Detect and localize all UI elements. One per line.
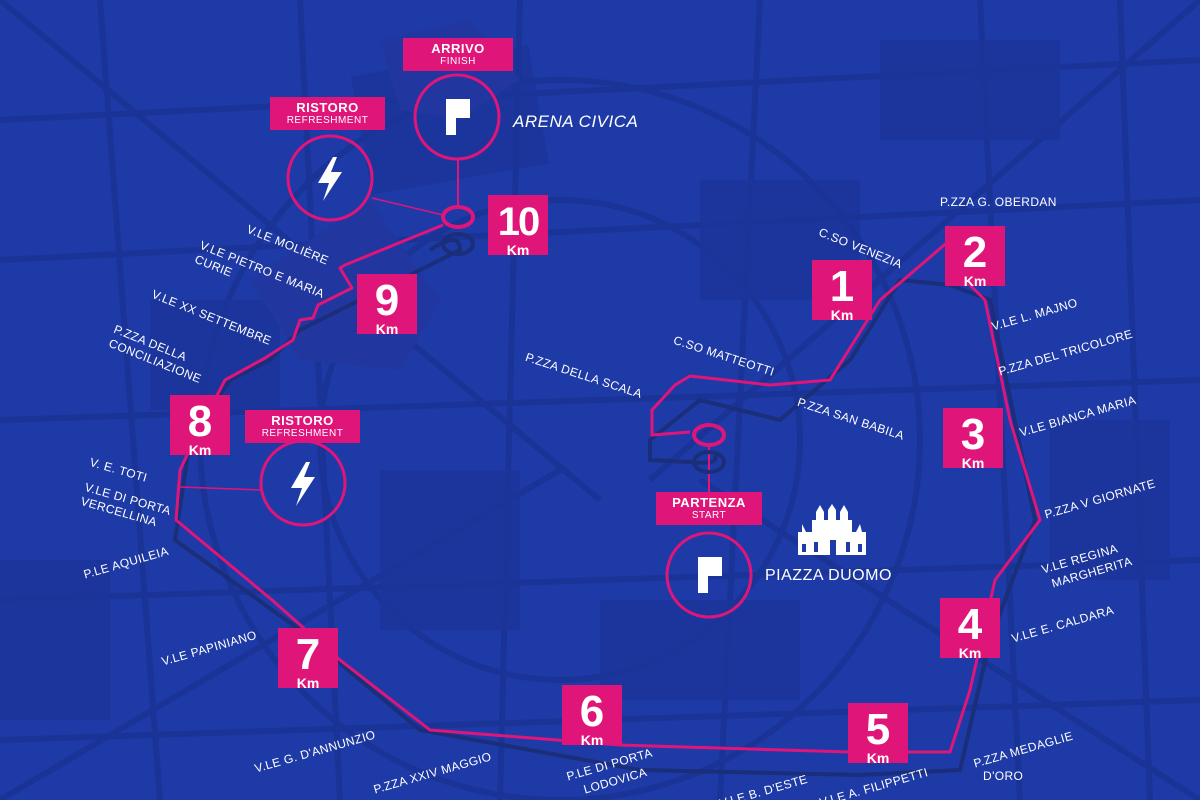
finish-label: ARRIVO FINISH bbox=[403, 38, 513, 71]
km-marker-4: 4 Km bbox=[940, 598, 1000, 661]
start-subtitle: START bbox=[691, 510, 727, 521]
km-marker-9: 9 Km bbox=[357, 274, 417, 337]
route-shadow bbox=[172, 238, 1038, 778]
km-marker-unit: Km bbox=[961, 455, 985, 471]
refreshment-1-connector bbox=[371, 197, 444, 216]
km-marker-3: 3 Km bbox=[943, 408, 1003, 471]
km-marker-number: 5 bbox=[865, 705, 891, 754]
km-marker-number: 10 bbox=[497, 200, 541, 244]
km-marker-number: 8 bbox=[187, 397, 213, 446]
start-flag-icon bbox=[698, 557, 722, 593]
km-marker-number: 6 bbox=[579, 687, 605, 736]
km-marker-5: 5 Km bbox=[848, 703, 908, 766]
refreshment-1-label: RISTORO REFRESHMENT bbox=[270, 97, 385, 130]
refreshment-2-title: RISTORO bbox=[271, 413, 334, 428]
km-marker-1: 1 Km bbox=[812, 260, 872, 323]
km-marker-number: 1 bbox=[829, 262, 855, 311]
refreshment-1-title: RISTORO bbox=[296, 100, 359, 115]
finish-circle bbox=[413, 73, 501, 161]
km-marker-unit: Km bbox=[580, 732, 604, 748]
start-ring bbox=[692, 423, 726, 447]
km-marker-number: 4 bbox=[957, 600, 983, 649]
km-marker-2: 2 Km bbox=[945, 226, 1005, 289]
start-title: PARTENZA bbox=[672, 495, 746, 510]
refreshment-2-connector bbox=[179, 486, 263, 491]
refreshment-1-subtitle: REFRESHMENT bbox=[286, 115, 369, 126]
start-circle bbox=[665, 531, 753, 619]
km-marker-unit: Km bbox=[866, 750, 890, 766]
street-label: P.ZZA G. OBERDAN bbox=[940, 195, 1057, 209]
km-marker-number: 7 bbox=[295, 630, 321, 679]
duomo-icon bbox=[798, 504, 866, 555]
start-label: PARTENZA START bbox=[656, 492, 762, 525]
km-marker-unit: Km bbox=[296, 675, 320, 691]
km-marker-unit: Km bbox=[506, 242, 530, 258]
finish-subtitle: FINISH bbox=[440, 56, 476, 67]
route-line bbox=[174, 223, 1042, 754]
km-marker-unit: Km bbox=[958, 645, 982, 661]
km-marker-number: 2 bbox=[962, 228, 988, 277]
km-marker-number: 9 bbox=[374, 276, 400, 325]
start-place: PIAZZA DUOMO bbox=[765, 567, 892, 584]
refreshment-1-lightning-icon bbox=[318, 157, 342, 201]
km-marker-number: 3 bbox=[960, 410, 986, 459]
km-marker-unit: Km bbox=[830, 307, 854, 323]
refreshment-2-label: RISTORO REFRESHMENT bbox=[245, 410, 360, 443]
street-label: D'ORO bbox=[983, 769, 1024, 783]
finish-ring bbox=[441, 205, 475, 229]
start-ring-shadow bbox=[692, 450, 726, 474]
finish-title: ARRIVO bbox=[431, 41, 485, 56]
refreshment-2-lightning-icon bbox=[291, 462, 315, 506]
finish-place: ARENA CIVICA bbox=[513, 112, 639, 131]
km-marker-unit: Km bbox=[375, 321, 399, 337]
refreshment-2-subtitle: REFRESHMENT bbox=[261, 428, 344, 439]
km-marker-10: 10 Km bbox=[488, 195, 548, 258]
km-marker-7: 7 Km bbox=[278, 628, 338, 691]
finish-flag-icon bbox=[446, 99, 470, 135]
refreshment-1-circle bbox=[286, 134, 374, 222]
km-marker-unit: Km bbox=[963, 273, 987, 289]
km-marker-6: 6 Km bbox=[562, 685, 622, 748]
km-marker-unit: Km bbox=[188, 442, 212, 458]
finish-ring-shadow bbox=[441, 232, 475, 256]
km-marker-8: 8 Km bbox=[170, 395, 230, 458]
